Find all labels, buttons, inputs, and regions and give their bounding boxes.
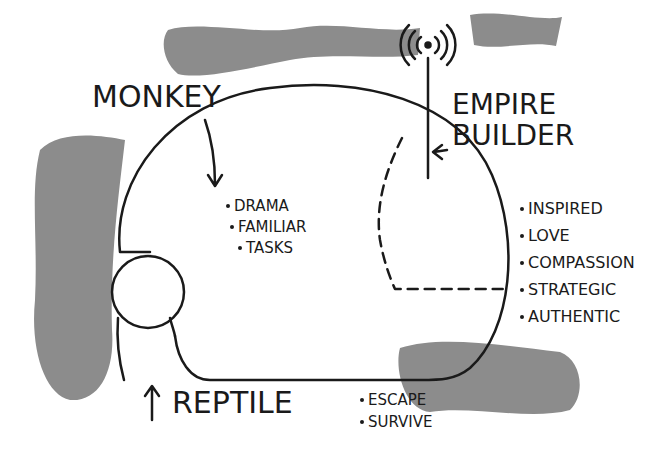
bullet-dot <box>360 398 364 402</box>
label-text: STRATEGIC <box>528 280 616 299</box>
signal-arc <box>401 25 456 65</box>
antenna <box>427 58 430 178</box>
trait-item: COMPASSION <box>520 254 635 272</box>
empire-arrow <box>433 145 447 159</box>
label-text: EMPIRE BUILDER <box>452 88 574 152</box>
bullet-item: TASKS <box>238 240 293 257</box>
bullet-dot <box>520 261 524 265</box>
brainstem-circle <box>112 256 184 328</box>
trait-item: INSPIRED <box>520 200 603 218</box>
bullet-dot <box>520 288 524 292</box>
label-text: MONKEY <box>92 79 221 114</box>
trait-item: AUTHENTIC <box>520 308 620 326</box>
bullet-dot <box>520 207 524 211</box>
label-text: COMPASSION <box>528 253 635 272</box>
bullet-item: FAMILIAR <box>230 219 306 236</box>
grey-blob <box>470 13 562 46</box>
brainstem <box>117 318 175 380</box>
bullet-item: DRAMA <box>226 198 289 215</box>
signal-arc <box>409 31 447 59</box>
trait-item: ESCAPE <box>360 392 426 409</box>
bullet-dot <box>226 204 230 208</box>
trait-item: LOVE <box>520 227 570 245</box>
bullet-dot <box>230 225 234 229</box>
antenna-tip <box>426 43 431 48</box>
label-text: INSPIRED <box>528 199 603 218</box>
bullet-dot <box>238 246 242 250</box>
bullet-dot <box>520 234 524 238</box>
empire-region <box>379 138 508 289</box>
signal-arc <box>417 37 439 53</box>
brain-trait: FAMILIAR <box>238 218 306 236</box>
brain-trait: TASKS <box>246 239 293 257</box>
bullet-dot <box>520 315 524 319</box>
region-title: REPTILE <box>172 386 293 419</box>
label-text: LOVE <box>528 226 570 245</box>
trait-item: SURVIVE <box>360 414 433 431</box>
brain-contour <box>119 85 508 380</box>
brain-trait: DRAMA <box>234 197 289 215</box>
reptile-arrow <box>145 386 159 420</box>
label-text: AUTHENTIC <box>528 307 620 326</box>
bullet-dot <box>360 420 364 424</box>
region-title: EMPIRE BUILDER <box>452 90 627 152</box>
label-text: SURVIVE <box>368 413 433 431</box>
trait-item: STRATEGIC <box>520 281 616 299</box>
monkey-arrow <box>205 120 222 186</box>
grey-blob <box>164 26 420 76</box>
label-text: REPTILE <box>172 385 293 420</box>
grey-blob <box>34 136 125 401</box>
region-title: MONKEY <box>92 80 221 113</box>
label-text: ESCAPE <box>368 391 426 409</box>
